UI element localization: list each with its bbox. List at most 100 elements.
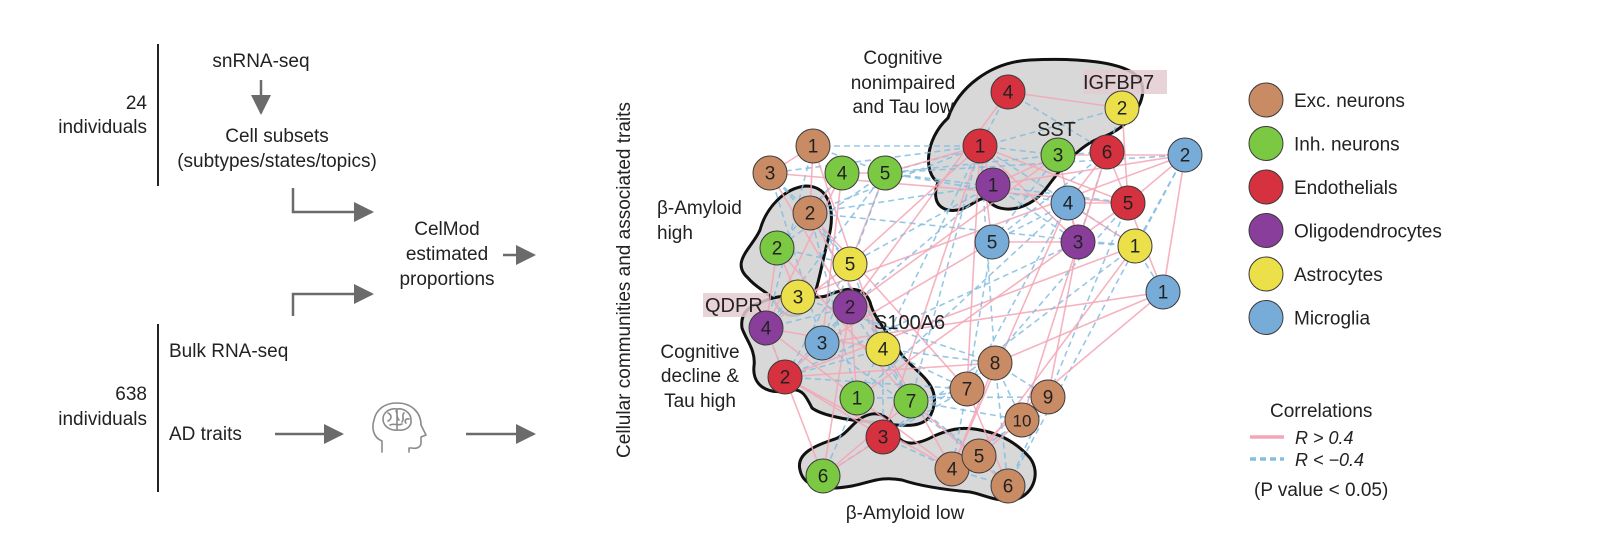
- cell-node-label: 9: [1043, 388, 1054, 409]
- cell-node-circle: [804, 325, 840, 361]
- cell-node-micro-4: 4: [1050, 185, 1086, 221]
- cell-node-circle: [974, 224, 1010, 260]
- negative-correlation-edge: [765, 296, 799, 329]
- cell-node-endo-4: 4: [990, 74, 1026, 110]
- negative-correlation-edge: [784, 376, 968, 390]
- legend-swatch: [1248, 169, 1284, 205]
- legend-swatch: [1248, 82, 1284, 118]
- cell-node-circle: [1104, 90, 1140, 126]
- cell-node-label: 6: [1003, 477, 1014, 498]
- cell-node-circle: [795, 128, 831, 164]
- positive-correlation-edge: [765, 327, 858, 399]
- positive-correlation-edge: [1007, 91, 1123, 109]
- community-hull-amyloid-low: [797, 412, 1037, 502]
- cell-node-label: 3: [765, 164, 776, 185]
- legend-swatch: [1248, 300, 1284, 335]
- cell-node-circle: [832, 246, 868, 282]
- legend-swatch: [1248, 126, 1284, 161]
- positive-correlation-edge: [910, 400, 1009, 487]
- cell-node-inh-6: 6: [805, 458, 841, 494]
- community-label-amyloid: β-Amyloid: [657, 198, 742, 219]
- community-label-cognitive2: Cognitive: [660, 342, 739, 363]
- head-brain-icon: [372, 402, 427, 453]
- cell-node-circle: [752, 155, 788, 191]
- legend-label: Microglia: [1294, 309, 1370, 330]
- cell-node-oligo-3: 3: [1060, 224, 1096, 260]
- negative-correlation-label: R < −0.4: [1295, 450, 1364, 470]
- workflow-panel: 24 individuals snRNA-seq Cell subsets (s…: [58, 44, 536, 492]
- cell-node-label: 3: [1073, 233, 1084, 254]
- positive-correlation-edge: [1047, 241, 1079, 398]
- bulk-to-celmod-arrow: [291, 284, 374, 316]
- sn-count: 24: [126, 93, 148, 114]
- cell-node-micro-2: 2: [1167, 137, 1203, 173]
- positive-correlation-edge: [821, 241, 993, 344]
- gene-highlight-igfbp7: [1083, 70, 1167, 94]
- cell-node-astro-5: 5: [832, 246, 868, 282]
- positive-correlation-edge: [856, 397, 953, 470]
- positive-correlation-edge: [849, 91, 1009, 308]
- celmod-line3: proportions: [399, 269, 494, 290]
- positive-correlation-edge: [1162, 154, 1186, 293]
- cell-node-label: 4: [1003, 83, 1014, 104]
- cell-node-label: 8: [990, 354, 1001, 375]
- negative-correlation-edge: [849, 184, 994, 308]
- negative-correlation-edge: [1106, 107, 1123, 153]
- cell-node-label: 2: [1180, 146, 1191, 167]
- cell-node-label: 4: [947, 460, 958, 481]
- negative-correlation-edge: [884, 154, 1186, 174]
- bulk-rnaseq-label: Bulk RNA-seq: [169, 341, 288, 362]
- gene-label-qdpr: QDPR: [705, 295, 763, 317]
- negative-correlation-edge: [856, 202, 1069, 399]
- cell-node-label: 2: [772, 239, 783, 260]
- cell-node-label: 4: [837, 164, 848, 185]
- cell-node-micro-3: 3: [804, 325, 840, 361]
- legend-label: Oligodendrocytes: [1294, 222, 1442, 243]
- legend-label: Astrocytes: [1294, 265, 1383, 286]
- sn-to-celmod-arrow: [291, 188, 374, 222]
- negative-correlation-edge: [910, 400, 1023, 421]
- cell-node-circle: [832, 289, 868, 325]
- cell-node-circle: [1004, 402, 1040, 438]
- celmod-line1: CelMod: [414, 219, 479, 240]
- cell-node-circle: [893, 383, 929, 419]
- legend-label: Endothelials: [1294, 178, 1398, 199]
- cell-node-label: 2: [845, 298, 856, 319]
- positive-correlation-edge: [951, 362, 996, 470]
- cell-node-circle: [1050, 185, 1086, 221]
- positive-correlation-edge: [765, 327, 824, 477]
- negative-correlation-edge: [994, 362, 1009, 487]
- cell-node-label: 5: [880, 164, 891, 185]
- positive-correlation-edge: [992, 154, 1186, 186]
- cell-node-circle: [977, 345, 1013, 381]
- legend-label: Exc. neurons: [1294, 91, 1405, 112]
- cell-node-label: 5: [974, 447, 985, 468]
- cell-node-label: 3: [817, 334, 828, 355]
- cell-node-circle: [961, 438, 997, 474]
- legend-item-micro: Microglia: [1248, 300, 1370, 335]
- cell-node-circle: [962, 128, 998, 164]
- gene-label-igfbp7: IGFBP7: [1083, 72, 1154, 94]
- legend-item-oligo: Oligodendrocytes: [1248, 213, 1442, 248]
- positive-correlation-edge: [951, 291, 1164, 470]
- cell-node-oligo-4: 4: [748, 310, 784, 346]
- cell-node-label: 1: [852, 389, 863, 410]
- negative-correlation-edge: [1047, 202, 1129, 398]
- cell-node-label: 1: [988, 176, 999, 197]
- negative-correlation-edge: [991, 154, 1059, 243]
- cell-node-circle: [824, 155, 860, 191]
- cell-node-circle: [1040, 137, 1076, 173]
- cell-node-endo-3: 3: [865, 419, 901, 455]
- cell-node-circle: [975, 167, 1011, 203]
- cell-node-exc-1: 1: [795, 128, 831, 164]
- positive-correlation-edge: [994, 291, 1164, 364]
- cell-node-label: 1: [1130, 237, 1141, 258]
- cell-node-circle: [1030, 379, 1066, 415]
- correlations-title: Correlations: [1270, 401, 1372, 422]
- cell-node-label: 7: [962, 380, 973, 401]
- cell-node-circle: [865, 331, 901, 367]
